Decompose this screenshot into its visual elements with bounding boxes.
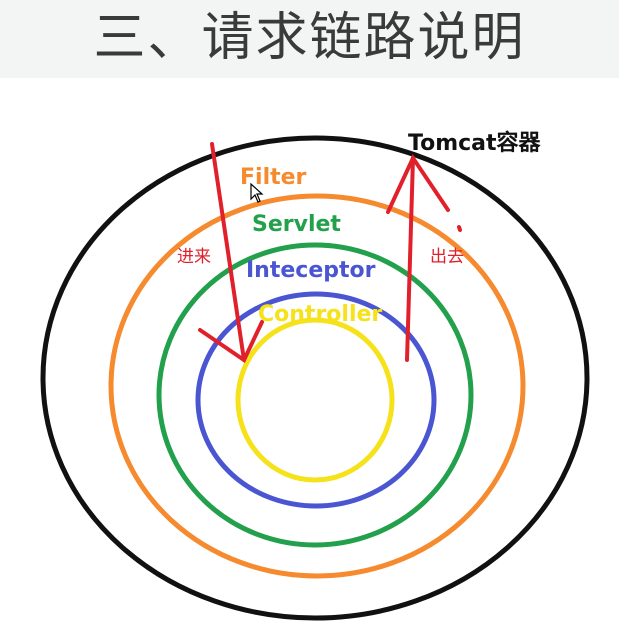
controller-label: Controller [258,302,382,327]
page-title: 三、请求链路说明 [93,8,526,68]
filter-ring [108,193,526,579]
interceptor-label: Inteceptor [246,258,376,283]
servlet-ring [156,242,474,548]
title-bar [0,0,619,78]
outgoing-note: 出去 [430,247,464,267]
tomcat-label: Tomcat容器 [408,130,542,156]
tomcat-ring [40,135,590,621]
interceptor-ring [195,291,437,509]
servlet-label: Servlet [252,212,341,237]
incoming-note: 进来 [177,247,211,267]
controller-ring [235,317,395,483]
mouse-pointer-icon [250,183,264,203]
incoming-arrow [198,142,264,363]
outgoing-arrow [386,153,462,362]
